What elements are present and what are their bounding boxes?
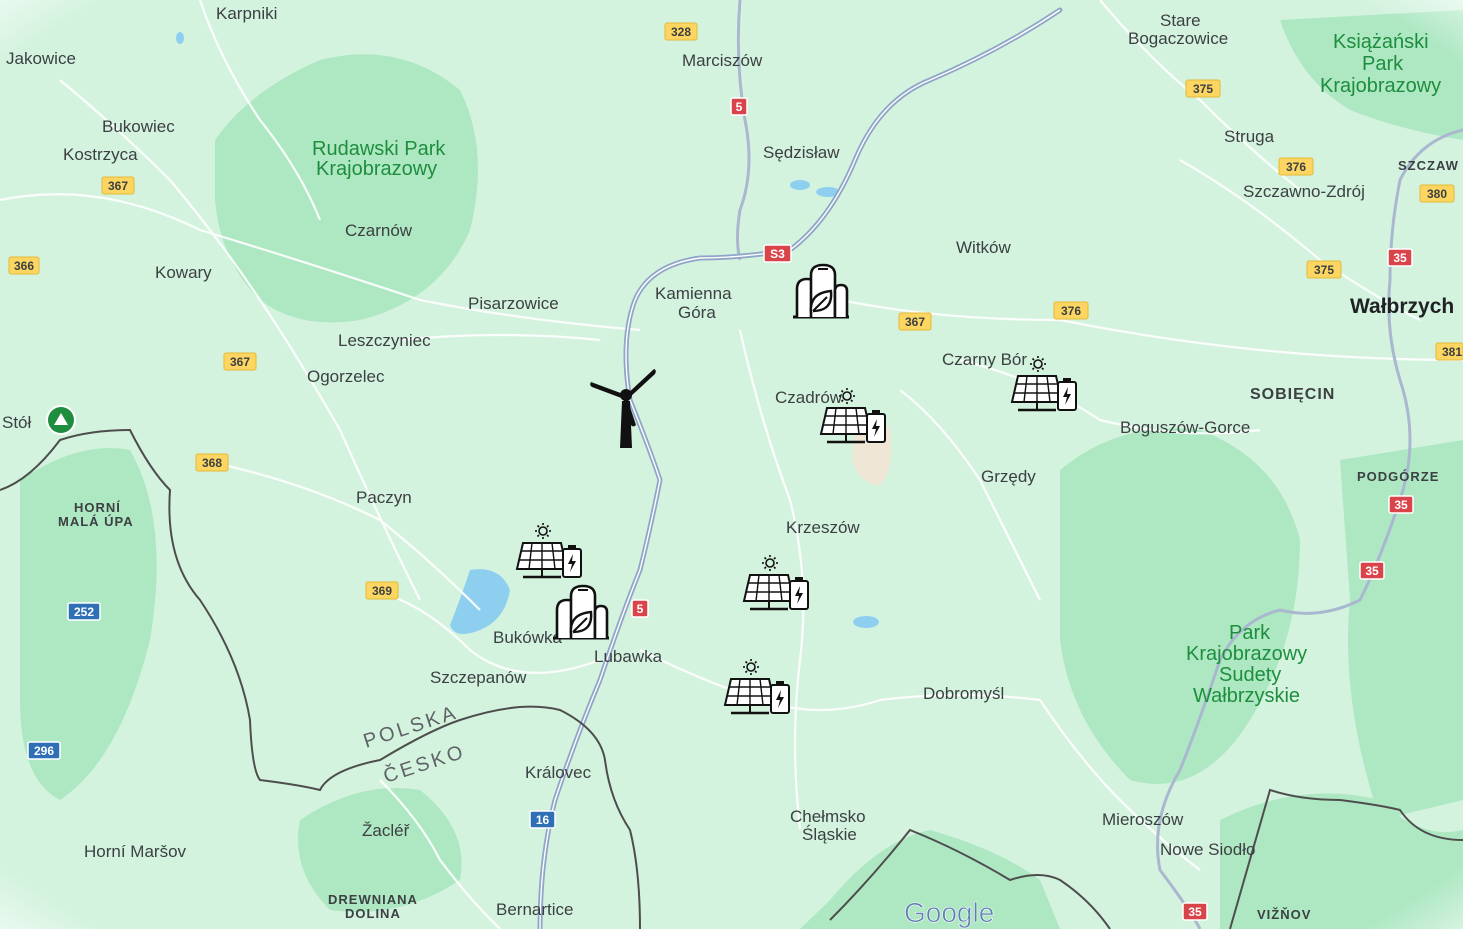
label-pisarzowice: Pisarzowice (468, 294, 559, 313)
shield-35-d: 35 (1188, 905, 1202, 919)
shield-375-north: 375 (1193, 82, 1213, 96)
shield-367-east: 367 (905, 315, 925, 329)
shield-368: 368 (202, 456, 222, 470)
shield-376-south: 376 (1061, 304, 1081, 318)
label-grzedy: Grzędy (981, 467, 1036, 486)
label-czarny-bor: Czarny Bór (942, 350, 1027, 369)
label-walbrzych: Wałbrzych (1350, 295, 1454, 318)
shield-35-c: 35 (1365, 564, 1379, 578)
label-horni-mala-upa-1: HORNÍ (74, 500, 121, 515)
label-sudety-2: Krajobrazowy (1186, 643, 1307, 665)
label-nowe-siodlo: Nowe Siodło (1160, 840, 1255, 859)
label-sobiecin: SOBIĘCIN (1250, 386, 1335, 403)
label-dobromysl: Dobromyśl (923, 684, 1004, 703)
label-bernartice: Bernartice (496, 900, 573, 919)
label-stare-bogaczowice-1: Stare (1160, 11, 1201, 30)
label-drewniana-dolina-2: DOLINA (345, 906, 401, 921)
label-szczepanow: Szczepanów (430, 668, 527, 687)
google-logo: Google (904, 897, 994, 928)
label-sudety-3: Sudety (1219, 664, 1281, 686)
label-czadrow: Czadrów (775, 388, 843, 407)
peak-marker[interactable] (46, 405, 76, 435)
label-kamienna-gora-2: Góra (678, 303, 716, 322)
label-vizhov: VIŽŇOV (1257, 907, 1311, 922)
label-horni-marsov: Horní Maršov (84, 842, 187, 861)
label-horni-mala-upa-2: MALÁ ÚPA (58, 514, 134, 529)
shield-376-north: 376 (1286, 160, 1306, 174)
label-struga: Struga (1224, 127, 1275, 146)
label-rudawski-1: Rudawski Park (312, 138, 446, 160)
shield-16: 16 (536, 813, 550, 827)
shield-35-b: 35 (1394, 498, 1408, 512)
label-szczawienko: SZCZAW (1398, 158, 1459, 173)
shield-367-mid: 367 (230, 355, 250, 369)
label-jakowice: Jakowice (6, 49, 76, 68)
label-krzeszow: Krzeszów (786, 518, 860, 537)
label-kostrzyca: Kostrzyca (63, 145, 138, 164)
label-witkow: Witków (956, 238, 1012, 257)
label-ksiazanski-3: Krajobrazowy (1320, 75, 1441, 97)
shield-366: 366 (14, 259, 34, 273)
label-sudety-4: Wałbrzyskie (1193, 685, 1300, 707)
shield-381: 381 (1442, 345, 1462, 359)
shield-s3: S3 (770, 247, 785, 261)
shield-328: 328 (671, 25, 691, 39)
label-sedzislaw: Sędzisław (763, 143, 840, 162)
label-chelmsko-2: Śląskie (802, 825, 857, 844)
shield-380: 380 (1427, 187, 1447, 201)
label-rudawski-2: Krajobrazowy (316, 158, 437, 180)
label-podgorze: PODGÓRZE (1357, 469, 1439, 484)
shield-375-south: 375 (1314, 263, 1334, 277)
shield-369: 369 (372, 584, 392, 598)
label-chelmsko-1: Chełmsko (790, 807, 866, 826)
label-stol: Stół (2, 413, 32, 432)
label-leszczyniec: Leszczyniec (338, 331, 431, 350)
label-ksiazanski-1: Książański (1333, 31, 1429, 53)
label-drewniana-dolina-1: DREWNIANA (328, 892, 418, 907)
label-bukowka: Bukówka (493, 628, 563, 647)
label-lubawka: Lubawka (594, 647, 663, 666)
label-marciszow: Marciszów (682, 51, 763, 70)
label-kamienna-gora-1: Kamienna (655, 284, 732, 303)
label-kowary: Kowary (155, 263, 212, 282)
label-czarnow: Czarnów (345, 221, 413, 240)
label-sudety-1: Park (1229, 622, 1271, 644)
shield-296: 296 (34, 744, 54, 758)
shield-252: 252 (74, 605, 94, 619)
label-szczawno-zdroj: Szczawno-Zdrój (1243, 182, 1365, 201)
label-paczyn: Paczyn (356, 488, 412, 507)
label-ogorzelec: Ogorzelec (307, 367, 385, 386)
shield-367-west: 367 (108, 179, 128, 193)
label-zacler: Žacléř (362, 821, 410, 840)
shield-35-a: 35 (1393, 251, 1407, 265)
label-bukowiec: Bukowiec (102, 117, 175, 136)
label-kralovec: Královec (525, 763, 592, 782)
label-stare-bogaczowice-2: Bogaczowice (1128, 29, 1228, 48)
label-karpniki: Karpniki (216, 4, 277, 23)
label-boguszow-gorce: Boguszów-Gorce (1120, 418, 1250, 437)
shield-5-north: 5 (736, 100, 743, 114)
label-mieroszow: Mieroszów (1102, 810, 1184, 829)
label-ksiazanski-2: Park (1362, 53, 1404, 75)
shield-5-south: 5 (637, 602, 644, 616)
